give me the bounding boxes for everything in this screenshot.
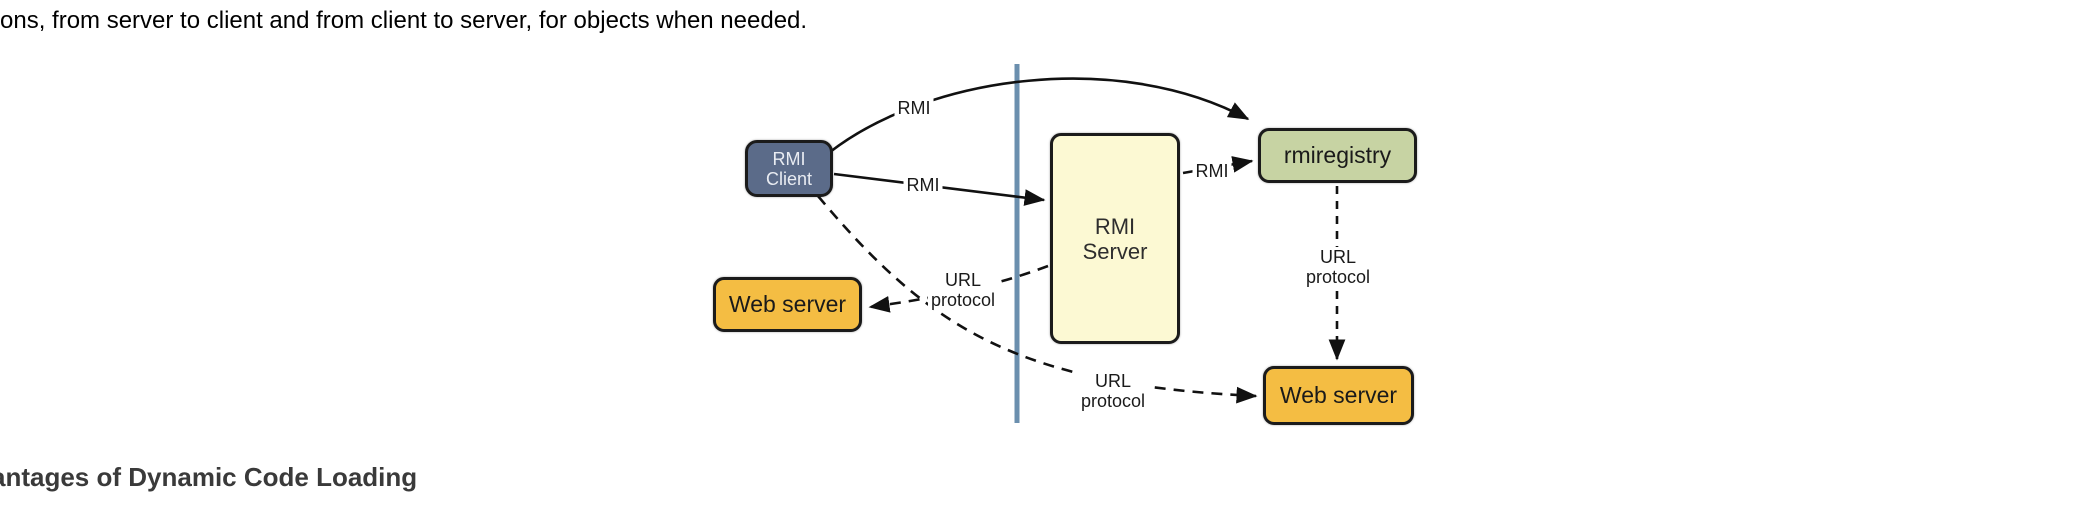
- edge-label-url-server-web-line1: URL: [944, 270, 982, 290]
- node-rmi-client-label-line1: RMI: [772, 148, 806, 169]
- edge-label-url-client-web-line2: protocol: [1080, 391, 1146, 411]
- edge-label-url-server-web: URL protocol: [927, 270, 999, 310]
- node-rmi-client-label-line2: Client: [765, 168, 813, 189]
- edge-label-rmi-arc: RMI: [894, 98, 934, 118]
- edge-label-url-client-web: URL protocol: [1077, 371, 1149, 411]
- edge-label-url-registry-web: URL protocol: [1302, 247, 1374, 287]
- node-rmi-server-label-line1: RMI: [1094, 213, 1136, 239]
- node-rmiregistry-label: rmiregistry: [1283, 142, 1392, 168]
- url-client-webserver-arrow: [817, 195, 1258, 404]
- edge-label-rmi-client-server: RMI: [903, 175, 943, 195]
- node-web-server-bottom: Web server: [1263, 366, 1414, 425]
- node-rmi-server-label-line2: Server: [1082, 238, 1148, 264]
- edge-label-url-registry-web-line1: URL: [1319, 247, 1357, 267]
- edge-label-rmi-server-registry: RMI: [1192, 161, 1232, 181]
- edge-label-url-client-web-line1: URL: [1094, 371, 1132, 391]
- node-web-server-bottom-label: Web server: [1279, 382, 1398, 408]
- section-heading: antages of Dynamic Code Loading: [0, 462, 418, 492]
- body-text: ons, from server to client and from clie…: [0, 7, 808, 34]
- rmi-lookup-arc-arrow: [829, 77, 1250, 154]
- node-rmi-client: RMI Client: [745, 140, 833, 197]
- edge-label-url-registry-web-line2: protocol: [1305, 267, 1371, 287]
- edge-label-url-server-web-line2: protocol: [930, 290, 996, 310]
- node-rmi-server: RMI Server: [1050, 133, 1180, 344]
- node-rmiregistry: rmiregistry: [1258, 128, 1417, 183]
- node-web-server-left-label: Web server: [728, 291, 847, 317]
- node-web-server-left: Web server: [713, 277, 862, 332]
